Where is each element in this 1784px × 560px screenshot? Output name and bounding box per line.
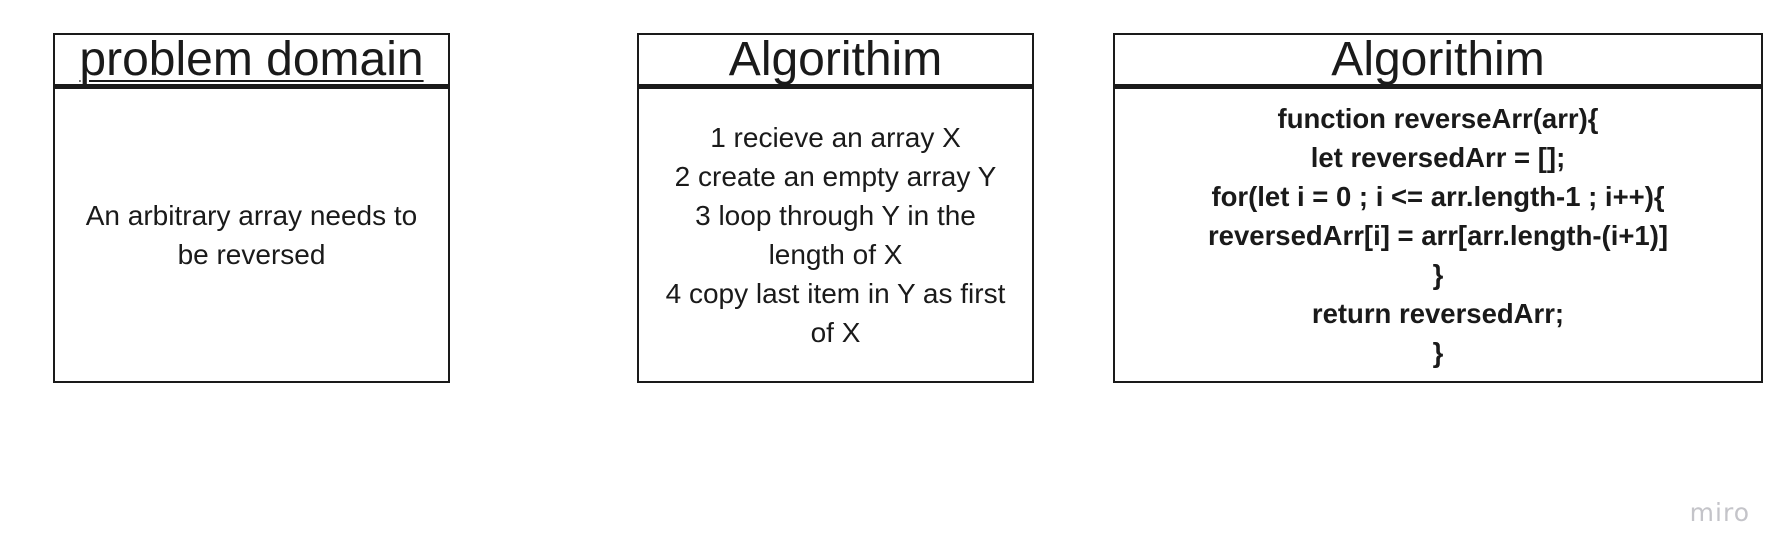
algorithm-steps-title: Algorithim	[728, 35, 943, 86]
code-line: for(let i = 0 ; i <= arr.length-1 ; i++)…	[1211, 181, 1665, 212]
algorithm-step-line: 4 copy last item in Y as first	[665, 278, 1006, 309]
code-line: }	[1432, 337, 1444, 368]
problem-domain-line: An arbitrary array needs to	[85, 200, 418, 231]
algorithm-steps-body: 1 recieve an array X 2 create an empty a…	[639, 89, 1032, 381]
code-line: }	[1432, 259, 1444, 290]
code-line: function reverseArr(arr){	[1277, 103, 1599, 134]
miro-watermark: miro	[1689, 498, 1750, 527]
problem-domain-title: problem domain	[79, 35, 424, 86]
problem-domain-line: be reversed	[177, 239, 326, 270]
problem-domain-card[interactable]: problem domain An arbitrary array needs …	[53, 33, 450, 383]
problem-domain-header: problem domain	[55, 35, 448, 89]
problem-domain-body: An arbitrary array needs to be reversed	[55, 89, 448, 381]
algorithm-step-line: 2 create an empty array Y	[674, 161, 997, 192]
algorithm-step-line: 3 loop through Y in the	[695, 200, 976, 231]
algorithm-code-title: Algorithim	[1331, 35, 1545, 86]
algorithm-step-line: length of X	[768, 239, 903, 270]
algorithm-steps-card[interactable]: Algorithim 1 recieve an array X 2 create…	[637, 33, 1034, 383]
algorithm-code-header: Algorithim	[1115, 35, 1761, 89]
code-line: reversedArr[i] = arr[arr.length-(i+1)]	[1207, 220, 1669, 251]
algorithm-code-card[interactable]: Algorithim function reverseArr(arr){ let…	[1113, 33, 1763, 383]
algorithm-steps-header: Algorithim	[639, 35, 1032, 89]
algorithm-step-line: of X	[810, 317, 861, 348]
algorithm-code-body: function reverseArr(arr){ let reversedAr…	[1115, 89, 1761, 381]
algorithm-step-line: 1 recieve an array X	[710, 122, 961, 153]
code-line: let reversedArr = [];	[1310, 142, 1566, 173]
code-line: return reversedArr;	[1311, 298, 1565, 329]
